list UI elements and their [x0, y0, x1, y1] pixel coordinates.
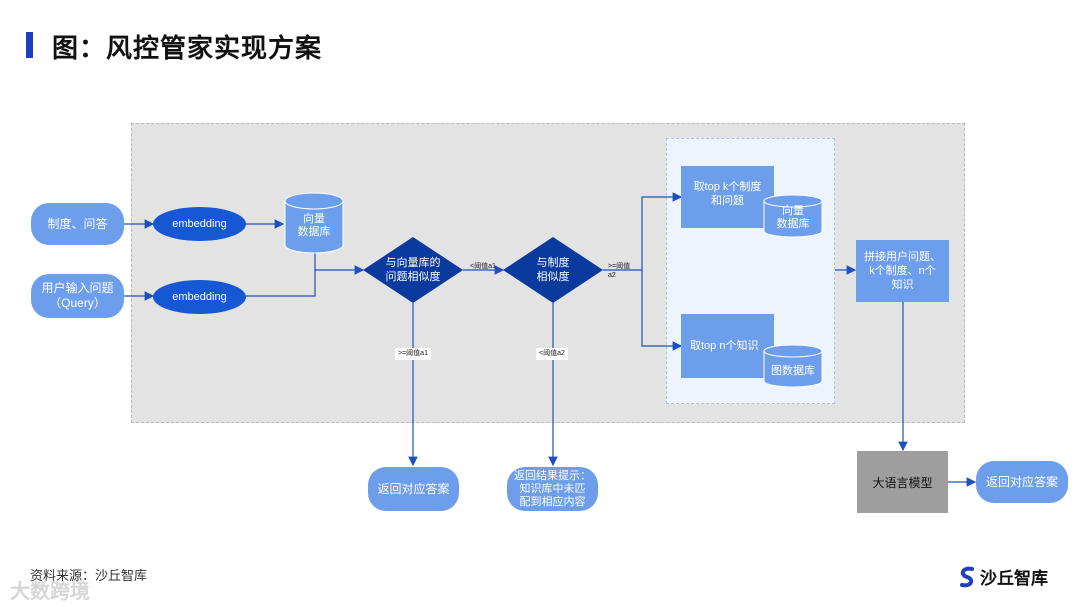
source-note: 资料来源：沙丘智库: [30, 568, 148, 583]
vector-db-label: 向量 数据库: [297, 213, 331, 238]
user-query-node: 用户输入问题 （Query）: [31, 274, 124, 318]
return-answer-node-2: 返回对应答案: [976, 461, 1068, 503]
label-gte-a2-line2: a2: [608, 272, 616, 279]
top-n-node: 取top n个知识: [681, 314, 774, 378]
vector-db-cylinder-icon: [284, 192, 344, 254]
embedding-node-1: embedding: [153, 207, 246, 241]
return-answer-node-1: 返回对应答案: [368, 467, 459, 511]
brand-logo: 沙丘智库: [958, 564, 1048, 589]
return-hint-node: 返回结果提示： 知识库中未匹 配到相应内容: [507, 467, 598, 511]
concat-node: 拼接用户问题、 k个制度、n个 知识: [856, 240, 949, 302]
brand-s-icon: [960, 566, 974, 587]
arrow-to-topn: [641, 270, 683, 351]
label-lt-a1: <阈值a1: [470, 263, 496, 270]
embedding-node-2: embedding: [153, 280, 246, 314]
label-gte-a2-line1: >=阈值: [608, 263, 631, 270]
top-k-db-cylinder-icon: [763, 194, 823, 238]
label-lt-a2: <阈值a2: [536, 348, 568, 360]
graph-db-label: 图数据库: [771, 365, 815, 377]
top-k-db-label: 向量 数据库: [776, 205, 810, 230]
title-accent-bar: [26, 32, 33, 58]
decision-policy-similarity: [503, 237, 603, 303]
arrow-embedding-merge: [246, 270, 316, 297]
top-k-node: 取top k个制度 和问题: [681, 166, 774, 228]
label-gte-a1: >=阈值a1: [395, 348, 431, 360]
arrow-to-topk: [603, 192, 683, 271]
vector-similarity-label: 与向量库的 问题相似度: [385, 257, 441, 283]
watermark: 大数跨境: [10, 581, 90, 603]
llm-node: 大语言模型: [857, 451, 948, 513]
arrow-to-diamond1: [314, 250, 365, 275]
brand-name: 沙丘智库: [980, 569, 1048, 588]
policy-similarity-label: 与制度 相似度: [536, 257, 570, 283]
decision-vector-similarity: [363, 237, 463, 303]
page-title: 图：风控管家实现方案: [52, 33, 323, 63]
graph-db-cylinder-icon: [763, 344, 823, 388]
policy-qa-node: 制度、问答: [31, 203, 124, 245]
